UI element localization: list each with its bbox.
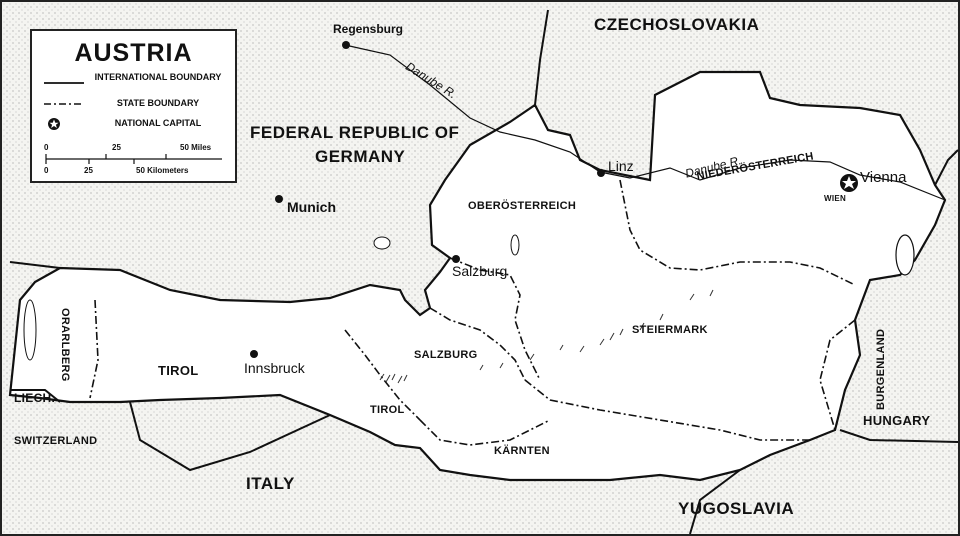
scale-km-50: 50 Kilometers (136, 166, 189, 175)
label-steiermark: STEIERMARK (632, 324, 708, 336)
border-germany-czech (534, 9, 549, 106)
label-wien: WIEN (824, 194, 847, 203)
label-hungary: HUNGARY (863, 413, 931, 428)
border-hungary-yugoslavia (839, 429, 959, 443)
city-markers (250, 41, 605, 358)
legend-label-international: INTERNATIONAL BOUNDARY (94, 72, 222, 82)
label-czechoslovakia: CZECHOSLOVAKIA (594, 15, 760, 34)
label-salzburg-city: Salzburg (452, 263, 508, 279)
label-salzburg-state: SALZBURG (414, 349, 478, 361)
danube-river (344, 44, 946, 201)
solid-line-icon (44, 82, 84, 84)
lake-neusiedl (895, 234, 915, 276)
label-switzerland: SWITZERLAND (14, 435, 98, 447)
lake-chiemsee (373, 236, 391, 250)
label-tirol-north: TIROL (158, 363, 199, 378)
label-vienna: Vienna (860, 169, 907, 186)
label-germany-line1: FEDERAL REPUBLIC OF (250, 123, 460, 142)
label-linz: Linz (608, 158, 634, 174)
label-liechtenstein: LIECH. (14, 391, 56, 405)
dash-dot-line-icon (44, 103, 84, 105)
label-tirol-east: TIROL (370, 404, 405, 416)
munich-dot (275, 195, 283, 203)
scale-miles-25: 25 (112, 143, 121, 152)
austria-territory (8, 70, 947, 482)
label-burgenland: BURGENLAND (875, 328, 887, 410)
capital-star-icon (48, 118, 60, 130)
state-boundaries (89, 179, 856, 446)
label-italy: ITALY (246, 474, 295, 493)
mountain-hatching (379, 289, 714, 384)
border-switzerland-italy (129, 401, 331, 472)
label-innsbruck: Innsbruck (244, 360, 305, 376)
legend-row-capital: NATIONAL CAPITAL (44, 118, 234, 133)
border-germany-switzerland (9, 261, 61, 269)
scale-bar (45, 154, 222, 164)
legend-title: AUSTRIA (74, 39, 193, 67)
vienna-capital-star-icon (840, 174, 858, 192)
border-liechtenstein (10, 389, 61, 403)
linz-dot (597, 169, 605, 177)
legend-label-state: STATE BOUNDARY (116, 98, 200, 108)
label-karnten: KÄRNTEN (494, 445, 550, 457)
label-germany-line2: GERMANY (315, 147, 406, 166)
label-yugoslavia: YUGOSLAVIA (678, 499, 795, 518)
label-regensburg: Regensburg (333, 22, 404, 36)
legend-row-state: STATE BOUNDARY (44, 98, 234, 111)
innsbruck-dot (250, 350, 258, 358)
scale-km-0: 0 (44, 166, 49, 175)
label-vorarlberg: ORARLBERG (59, 308, 71, 382)
label-oberosterreich: OBERÖSTERREICH (468, 200, 577, 212)
border-czech-hungary (934, 149, 959, 186)
label-munich: Munich (287, 199, 336, 215)
scale-km-25: 25 (84, 166, 93, 175)
legend-label-capital: NATIONAL CAPITAL (114, 118, 202, 128)
scale-miles-0: 0 (44, 143, 49, 152)
legend-row-international: INTERNATIONAL BOUNDARY (44, 72, 234, 95)
regensburg-dot (342, 41, 350, 49)
scale-miles-50: 50 Miles (180, 143, 212, 152)
lake-attersee (510, 234, 520, 256)
border-italy-yugoslavia (689, 469, 741, 535)
lake-constance (23, 299, 37, 361)
salzburg-dot (452, 255, 460, 263)
map-legend: AUSTRIA INTERNATIONAL BOUNDARY STATE BOU… (30, 29, 237, 183)
